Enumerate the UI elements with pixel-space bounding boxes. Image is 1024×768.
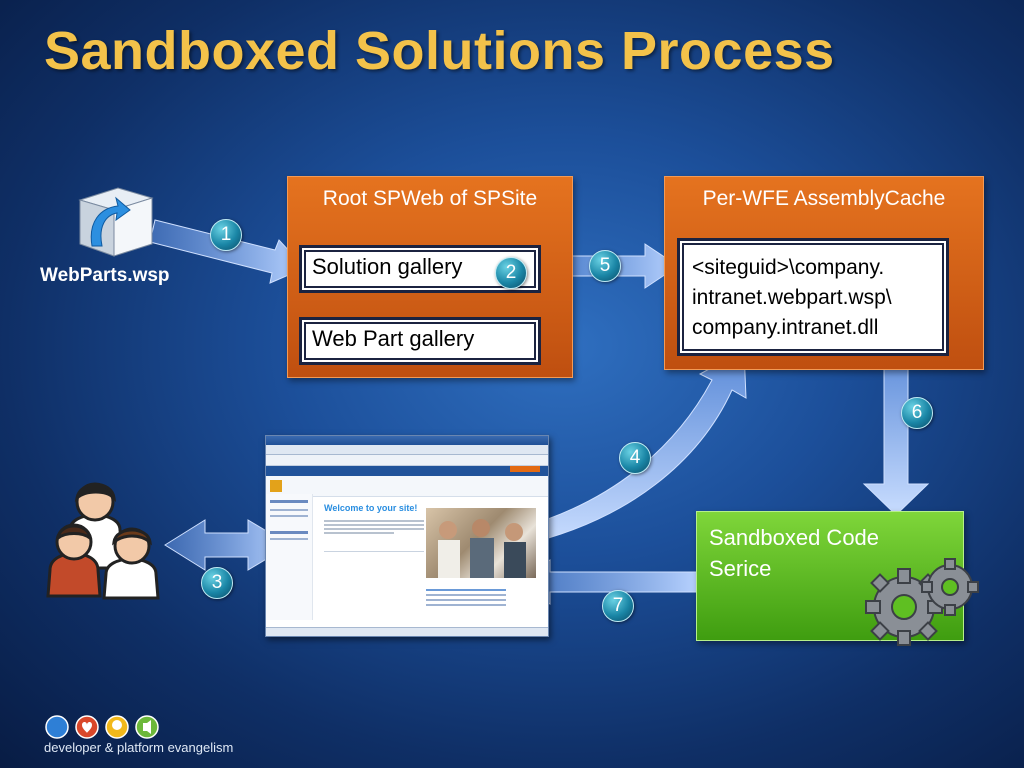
root-spweb-header: Root SPWeb of SPSite	[322, 187, 538, 210]
quick-launch	[266, 494, 313, 620]
browser-titlebar	[266, 436, 548, 445]
site-header	[266, 476, 548, 497]
welcome-photo	[426, 508, 536, 578]
welcome-heading: Welcome to your site!	[324, 503, 418, 513]
sharepoint-browser-window[interactable]: Welcome to your site!	[265, 435, 549, 637]
step-badge-3: 3	[201, 567, 233, 599]
step-badge-4: 4	[619, 442, 651, 474]
documents-table	[324, 551, 424, 572]
step-badge-6: 6	[901, 397, 933, 429]
assembly-path-line-3: company.intranet.dll	[692, 316, 879, 339]
footer-tagline: developer & platform evangelism	[44, 740, 234, 755]
assembly-path-box: <siteguid>\company. intranet.webpart.wsp…	[677, 238, 949, 356]
sandbox-line-1: Sandboxed Code	[709, 525, 880, 550]
browser-favorites-bar	[266, 455, 548, 466]
browser-statusbar	[266, 627, 548, 636]
getting-started-list	[426, 586, 506, 609]
arrow-6	[862, 344, 930, 516]
gears-icon	[862, 545, 982, 655]
web-part-gallery-label: Web Part gallery	[312, 326, 475, 351]
assembly-cache-header: Per-WFE AssemblyCache	[702, 187, 946, 210]
step-badge-7: 7	[602, 590, 634, 622]
package-label: WebParts.wsp	[40, 265, 170, 286]
step-badge-5: 5	[589, 250, 621, 282]
users-icon	[40, 470, 165, 600]
browse-tab-accent	[510, 466, 540, 472]
assembly-path-line-1: <siteguid>\company.	[692, 256, 885, 279]
footer-logo-icons	[44, 714, 174, 740]
assembly-path-line-2: intranet.webpart.wsp\	[692, 286, 892, 309]
step-badge-2: 2	[495, 257, 527, 289]
web-part-gallery-box[interactable]: Web Part gallery	[299, 317, 541, 365]
ribbon-bar	[266, 466, 548, 476]
step-badge-1: 1	[210, 219, 242, 251]
sandbox-line-2: Serice	[709, 556, 772, 581]
browser-addressbar	[266, 445, 548, 455]
solution-gallery-label: Solution gallery	[312, 254, 463, 279]
welcome-text	[324, 518, 424, 536]
site-logo-icon	[270, 480, 282, 492]
package-icon	[70, 182, 160, 262]
page-title: Sandboxed Solutions Process	[44, 21, 835, 81]
